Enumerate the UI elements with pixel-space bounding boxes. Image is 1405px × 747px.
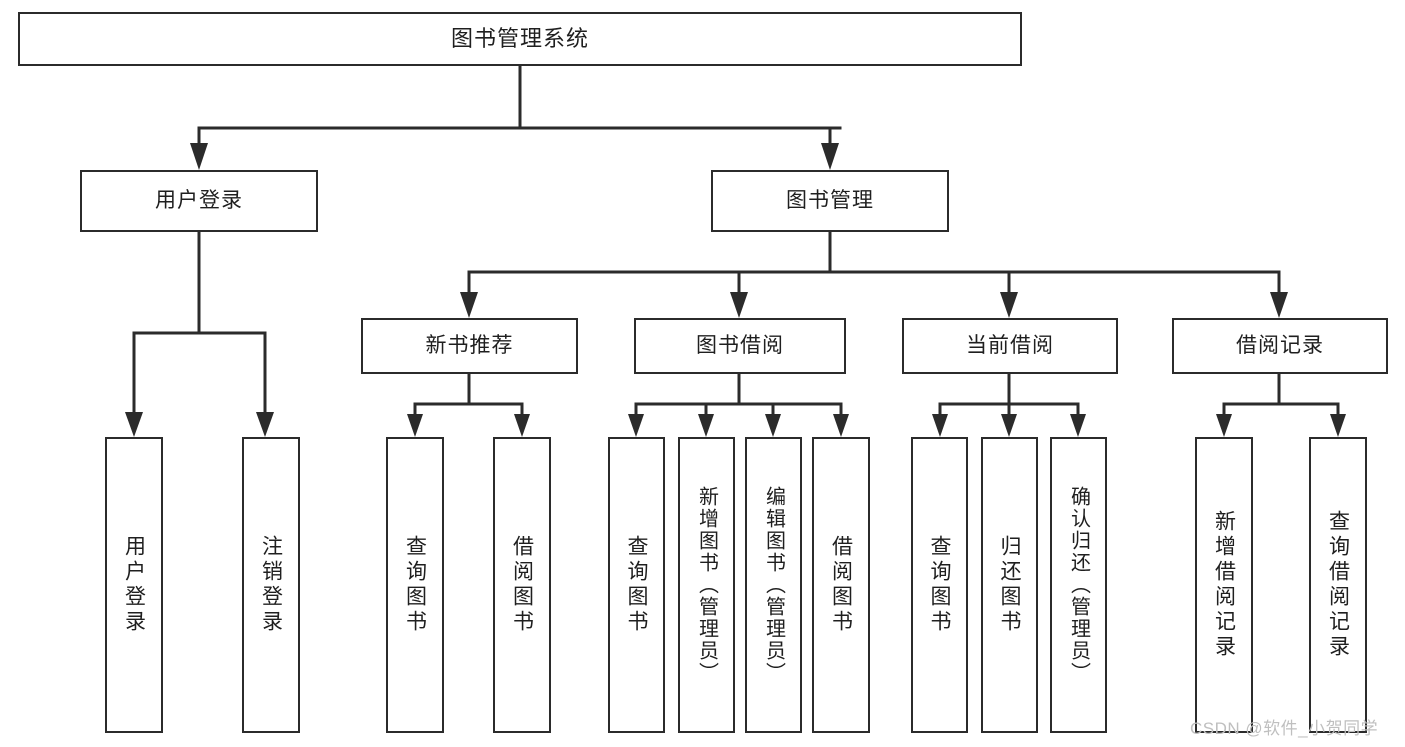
node-label: 新增图书（管理员） bbox=[695, 486, 718, 684]
node-current-borrow[interactable]: 当前借阅 bbox=[902, 318, 1118, 374]
arrow-book-mgmt bbox=[821, 143, 839, 170]
node-root-book-management-system[interactable]: 图书管理系统 bbox=[18, 12, 1022, 66]
node-label: 借阅记录 bbox=[1236, 333, 1324, 357]
node-new-book-recommend[interactable]: 新书推荐 bbox=[361, 318, 578, 374]
arrow-user-login bbox=[190, 143, 208, 170]
node-book-borrow[interactable]: 图书借阅 bbox=[634, 318, 846, 374]
node-label: 归还图书 bbox=[998, 535, 1021, 635]
leaf-book-borrow-edit-admin[interactable]: 编辑图书（管理员） bbox=[745, 437, 802, 733]
node-label: 新书推荐 bbox=[425, 333, 514, 357]
arrow-bookborrow-leaf1 bbox=[628, 414, 644, 437]
arrow-userlogin-leaf2 bbox=[256, 412, 274, 437]
leaf-book-borrow-borrow[interactable]: 借阅图书 bbox=[812, 437, 870, 733]
leaf-new-book-query[interactable]: 查询图书 bbox=[386, 437, 444, 733]
node-user-login[interactable]: 用户登录 bbox=[80, 170, 318, 232]
node-label: 用户登录 bbox=[122, 535, 146, 635]
arrow-book-borrow bbox=[730, 292, 748, 318]
leaf-current-borrow-query[interactable]: 查询图书 bbox=[911, 437, 968, 733]
leaf-new-book-borrow[interactable]: 借阅图书 bbox=[493, 437, 551, 733]
node-borrow-record[interactable]: 借阅记录 bbox=[1172, 318, 1388, 374]
leaf-current-borrow-confirm-admin[interactable]: 确认归还（管理员） bbox=[1050, 437, 1107, 733]
arrow-borrowrecord-leaf2 bbox=[1330, 414, 1346, 437]
arrow-borrowrecord-leaf1 bbox=[1216, 414, 1232, 437]
node-label: 查询图书 bbox=[403, 535, 427, 635]
node-label: 注销登录 bbox=[259, 535, 283, 635]
node-label: 查询借阅记录 bbox=[1326, 510, 1350, 660]
watermark-text: CSDN @软件_小贺同学 bbox=[1190, 719, 1379, 738]
node-label: 图书管理系统 bbox=[450, 26, 589, 52]
leaf-user-login-signout[interactable]: 注销登录 bbox=[242, 437, 300, 733]
arrow-userlogin-leaf1 bbox=[125, 412, 143, 437]
arrow-new-book bbox=[460, 292, 478, 318]
node-book-management[interactable]: 图书管理 bbox=[711, 170, 949, 232]
leaf-book-borrow-add-admin[interactable]: 新增图书（管理员） bbox=[678, 437, 735, 733]
node-label: 借阅图书 bbox=[829, 535, 853, 635]
node-label: 确认归还（管理员） bbox=[1067, 486, 1090, 684]
arrow-currentborrow-leaf3 bbox=[1070, 414, 1086, 437]
node-label: 借阅图书 bbox=[510, 535, 534, 635]
leaf-borrow-record-query[interactable]: 查询借阅记录 bbox=[1309, 437, 1367, 733]
node-label: 当前借阅 bbox=[966, 333, 1054, 357]
arrow-bookborrow-leaf2 bbox=[698, 414, 714, 437]
arrow-currentborrow-leaf1 bbox=[932, 414, 948, 437]
arrow-bookborrow-leaf4 bbox=[833, 414, 849, 437]
node-label: 查询图书 bbox=[928, 535, 951, 635]
node-label: 编辑图书（管理员） bbox=[762, 486, 785, 684]
leaf-book-borrow-query[interactable]: 查询图书 bbox=[608, 437, 665, 733]
arrow-newbook-leaf1 bbox=[407, 414, 423, 437]
leaf-borrow-record-add[interactable]: 新增借阅记录 bbox=[1195, 437, 1253, 733]
node-label: 图书管理 bbox=[786, 188, 874, 212]
leaf-current-borrow-return[interactable]: 归还图书 bbox=[981, 437, 1038, 733]
node-label: 图书借阅 bbox=[696, 333, 784, 357]
arrow-newbook-leaf2 bbox=[514, 414, 530, 437]
arrow-currentborrow-leaf2 bbox=[1001, 414, 1017, 437]
arrow-borrow-record bbox=[1270, 292, 1288, 318]
node-label: 用户登录 bbox=[155, 188, 243, 212]
leaf-user-login-signin[interactable]: 用户登录 bbox=[105, 437, 163, 733]
arrow-bookborrow-leaf3 bbox=[765, 414, 781, 437]
node-label: 查询图书 bbox=[625, 535, 648, 635]
node-label: 新增借阅记录 bbox=[1212, 510, 1236, 660]
arrow-current-borrow bbox=[1000, 292, 1018, 318]
